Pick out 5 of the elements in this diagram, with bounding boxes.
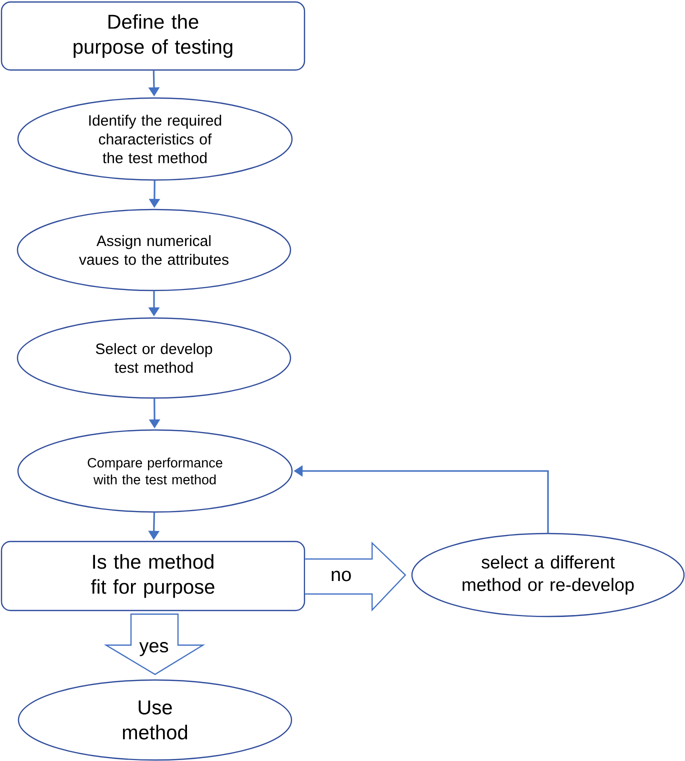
edge-label: yes bbox=[138, 641, 170, 658]
process-box: Define the purpose of testing bbox=[0, 1, 306, 71]
block-arrow bbox=[304, 542, 406, 612]
edge-label: no bbox=[330, 570, 353, 582]
process-box: Is the method fit for purpose bbox=[0, 540, 306, 612]
